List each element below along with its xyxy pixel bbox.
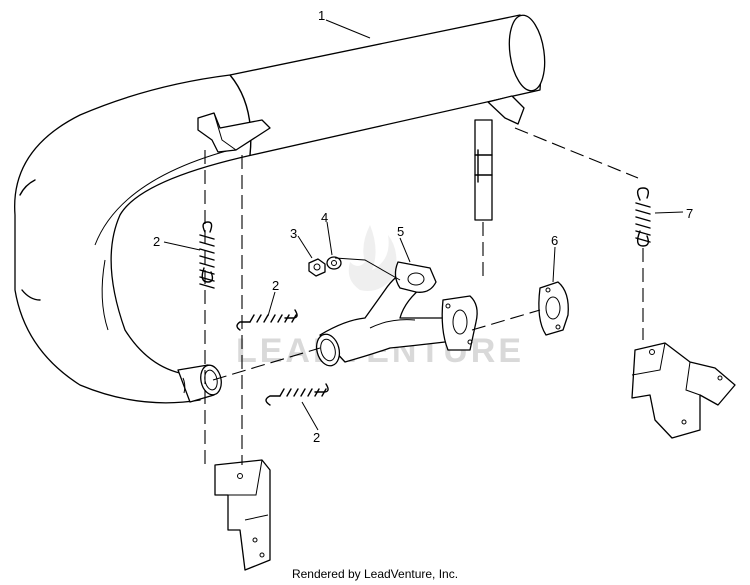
callout-part-2-lower: 2 xyxy=(313,430,320,445)
spring-center xyxy=(236,309,298,331)
callout-part-3: 3 xyxy=(290,226,297,241)
watermark-flame-icon xyxy=(348,225,397,291)
bracket-right xyxy=(631,342,736,439)
callout-part-6: 6 xyxy=(551,233,558,248)
callout-part-2-left: 2 xyxy=(153,234,160,249)
exhaust-y-pipe xyxy=(315,261,478,367)
washer xyxy=(326,256,342,270)
callout-part-4: 4 xyxy=(321,210,328,225)
spring-right xyxy=(635,187,651,247)
callout-part-7: 7 xyxy=(686,206,693,221)
nut xyxy=(308,258,326,277)
spring-lower xyxy=(265,383,329,406)
gasket xyxy=(538,281,569,336)
spring-left xyxy=(199,221,215,289)
callout-part-1: 1 xyxy=(318,8,325,23)
leader-lines xyxy=(163,19,684,431)
callout-part-5: 5 xyxy=(397,224,404,239)
footer-credit: Rendered by LeadVenture, Inc. xyxy=(291,567,459,581)
callout-labels: 1 2 3 4 5 6 2 7 2 xyxy=(153,8,693,445)
alignment-lines xyxy=(204,127,644,465)
bracket-lower-left xyxy=(214,459,271,571)
callout-part-2-center: 2 xyxy=(272,278,279,293)
